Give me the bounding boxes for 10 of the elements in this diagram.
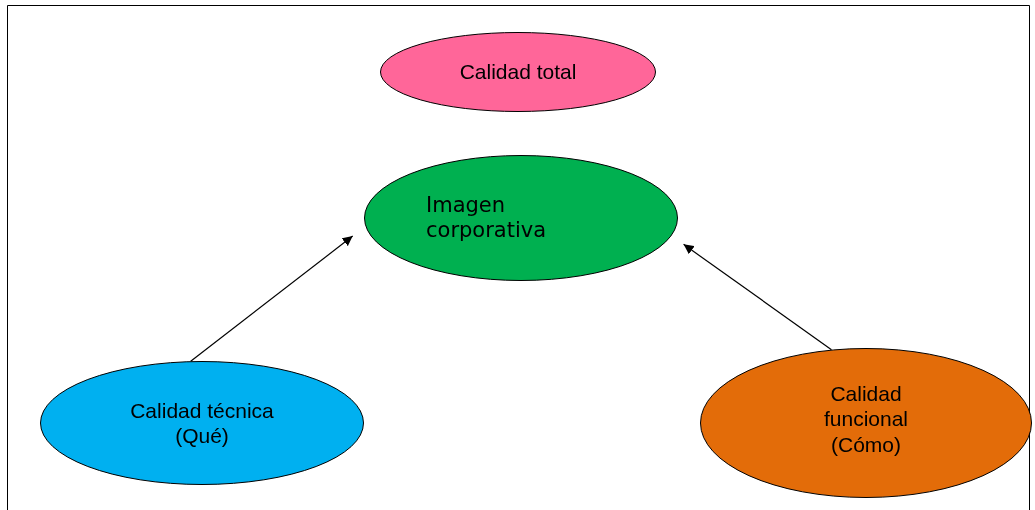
node-label: Calidad funcional (Cómo) (822, 381, 910, 457)
ellipse-node (364, 155, 678, 281)
node-label: Calidad total (458, 59, 578, 85)
arrow (190, 235, 354, 362)
node-label: Imagen corporativa (426, 192, 548, 244)
arrow (683, 243, 833, 351)
node-label: Calidad técnica (Qué) (129, 397, 275, 449)
ellipse-node (380, 32, 656, 112)
ellipse-node (700, 348, 1032, 498)
ellipse-node (40, 361, 364, 485)
